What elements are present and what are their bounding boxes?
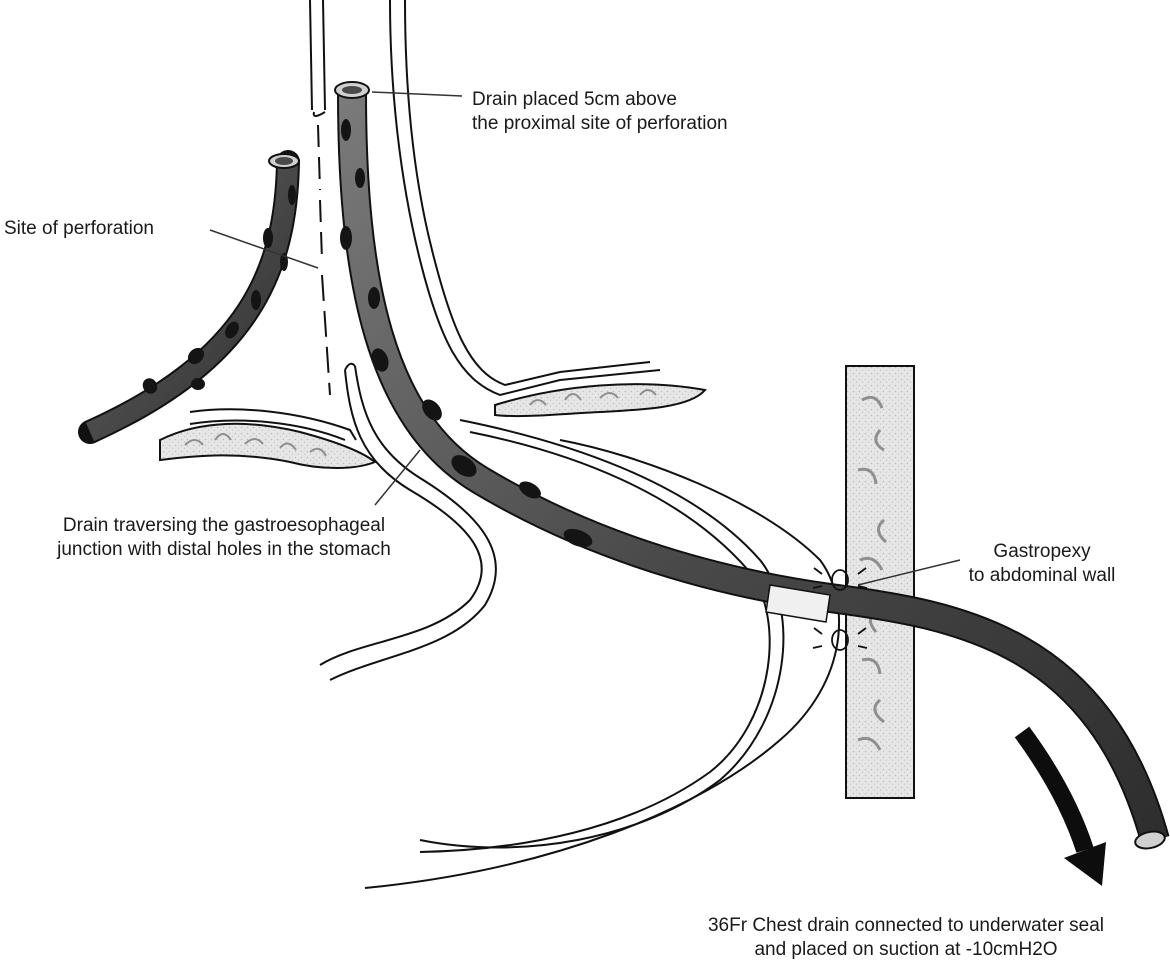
suction-arrow-icon [1014, 726, 1106, 886]
label-gastropexy: Gastropexy to abdominal wall [962, 540, 1122, 588]
label-drain-above-line1: Drain placed 5cm above [472, 89, 677, 110]
label-drain-traversing-line1: Drain traversing the gastroesophageal [62, 515, 386, 536]
label-drain-above-line2: the proximal site of perforation [472, 113, 728, 134]
main-drain [334, 81, 1170, 850]
stomach-wall [319, 362, 841, 889]
perforation-drain [78, 150, 300, 444]
label-gastropexy-line1: Gastropexy [993, 541, 1091, 562]
diaphragm-right [494, 383, 707, 418]
diaphragm-left [159, 408, 377, 469]
label-chest-drain-line1: 36Fr Chest drain connected to underwater… [707, 915, 1105, 936]
gastropexy-suture [812, 567, 868, 651]
label-drain-traversing-line2: junction with distal holes in the stomac… [57, 539, 391, 560]
label-drain-traversing: Drain traversing the gastroesophageal ju… [8, 514, 440, 562]
label-drain-above: Drain placed 5cm above the proximal site… [472, 88, 728, 136]
abdominal-wall [845, 365, 915, 799]
leader-lines [209, 91, 961, 586]
label-chest-drain-line2: and placed on suction at -10cmH2O [754, 939, 1058, 960]
label-gastropexy-line2: to abdominal wall [968, 565, 1116, 586]
esophagus-wall [309, 0, 661, 397]
label-site-of-perforation: Site of perforation [4, 218, 154, 239]
label-chest-drain: 36Fr Chest drain connected to underwater… [650, 914, 1162, 962]
